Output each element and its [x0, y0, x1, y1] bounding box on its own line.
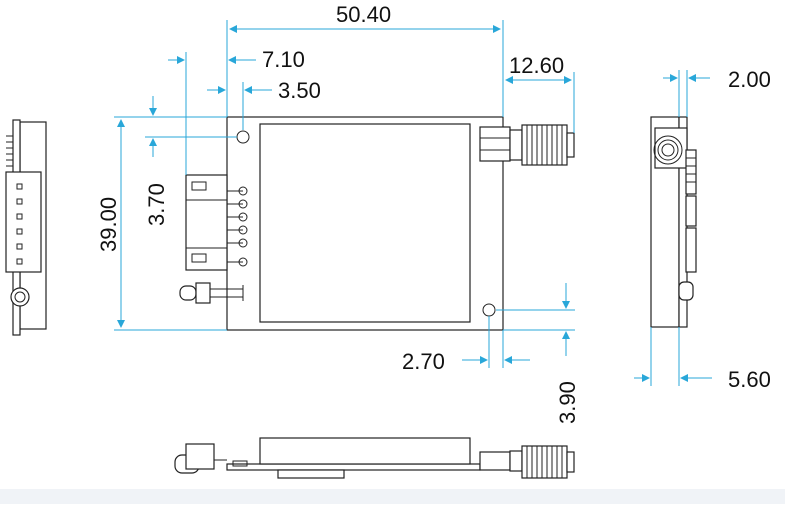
- left-side-view: [5, 119, 47, 336]
- front-view: [179, 116, 575, 331]
- dim-label-hole-x-offset: 2.70: [402, 349, 445, 374]
- dim-label-height-total: 39.00: [96, 197, 121, 252]
- dim-side-depth: 5.60: [634, 327, 771, 392]
- bottom-view: [174, 437, 575, 479]
- shield-can: [259, 123, 471, 323]
- dim-hole-x-offset: 2.70: [402, 316, 530, 374]
- dim-side-thickness: 2.00: [663, 67, 771, 117]
- bottom-header: [277, 469, 345, 479]
- led: [179, 282, 244, 304]
- dim-hole-y-offset: 3.90: [496, 283, 580, 424]
- dim-width-total: 50.40: [226, 2, 504, 117]
- bottom-board: [226, 463, 481, 471]
- dim-left-offset: 7.10: [168, 47, 305, 175]
- bottom-shield: [259, 437, 471, 465]
- dim-label-side-thickness: 2.00: [728, 67, 771, 92]
- right-side-view: [650, 116, 697, 328]
- dim-label-hole-offset: 3.50: [278, 78, 321, 103]
- dim-label-hole-y-offset: 3.90: [555, 381, 580, 424]
- dim-connector-offset: 3.70: [144, 96, 237, 226]
- pin-header: [185, 174, 248, 271]
- dim-label-connector-offset: 3.70: [144, 183, 169, 226]
- dim-height-total: 39.00: [96, 116, 227, 331]
- footer-strip: [0, 489, 785, 504]
- dim-label-left-offset: 7.10: [262, 47, 305, 72]
- side-header: [5, 171, 42, 273]
- dim-antenna-length: 12.60: [505, 53, 575, 133]
- dim-label-width-total: 50.40: [336, 2, 391, 27]
- dim-label-antenna-length: 12.60: [509, 53, 564, 78]
- side-led: [10, 287, 30, 307]
- dim-hole-offset: 3.50: [207, 78, 321, 130]
- dim-label-side-depth: 5.60: [728, 367, 771, 392]
- antenna-connector: [479, 124, 575, 166]
